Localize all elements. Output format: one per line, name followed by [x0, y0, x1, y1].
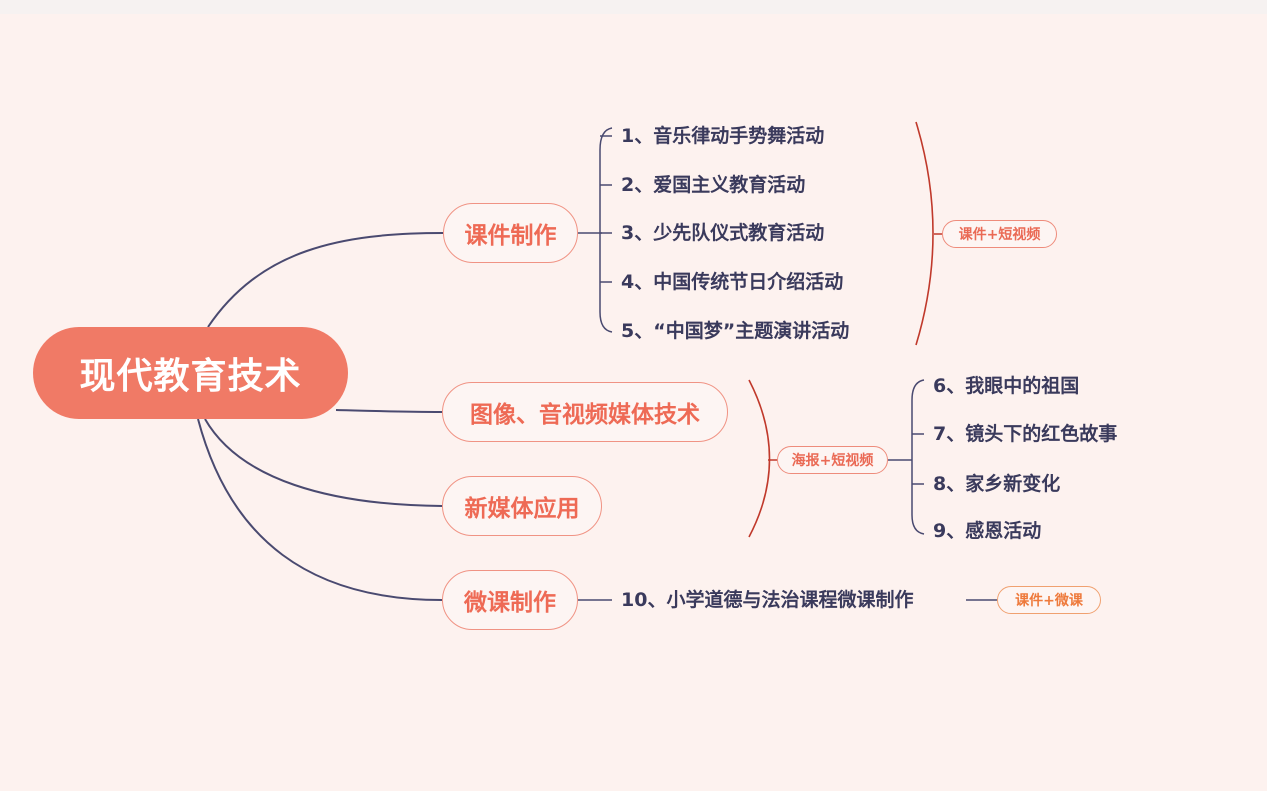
activity-item-7[interactable]: 7、镜头下的红色故事: [933, 423, 1118, 445]
branch-micro-course[interactable]: 微课制作: [442, 570, 578, 630]
activity-item-4[interactable]: 4、中国传统节日介绍活动: [621, 271, 844, 293]
activity-item-8[interactable]: 8、家乡新变化: [933, 473, 1061, 495]
activity-item-6[interactable]: 6、我眼中的祖国: [933, 375, 1080, 397]
activity-item-10[interactable]: 10、小学道德与法治课程微课制作: [621, 589, 914, 611]
connector-root-branch-4: [197, 418, 443, 601]
connector-root-branch-1: [207, 232, 444, 328]
tag-poster-short-video[interactable]: 海报+短视频: [777, 446, 888, 474]
bracket-group-1: [599, 127, 613, 333]
summary-brace-2: [748, 379, 771, 538]
activity-item-2[interactable]: 2、爱国主义教育活动: [621, 174, 806, 196]
tag-courseware-short-video[interactable]: 课件+短视频: [942, 220, 1057, 248]
summary-brace-1: [915, 121, 934, 346]
activity-item-9[interactable]: 9、感恩活动: [933, 520, 1042, 542]
tag-courseware-micro-course[interactable]: 课件+微课: [997, 586, 1101, 614]
activity-item-1[interactable]: 1、音乐律动手势舞活动: [621, 125, 825, 147]
top-band: [0, 0, 1267, 14]
branch-media-tech[interactable]: 图像、音视频媒体技术: [442, 382, 728, 442]
branch-courseware[interactable]: 课件制作: [443, 203, 578, 263]
activity-item-5[interactable]: 5、“中国梦”主题演讲活动: [621, 320, 850, 342]
root-node[interactable]: 现代教育技术: [33, 327, 348, 419]
connector-root-branch-2: [335, 409, 443, 413]
branch-new-media[interactable]: 新媒体应用: [442, 476, 602, 536]
activity-item-3[interactable]: 3、少先队仪式教育活动: [621, 222, 825, 244]
bracket-group-2: [911, 379, 925, 535]
connector-root-branch-3: [204, 418, 443, 507]
